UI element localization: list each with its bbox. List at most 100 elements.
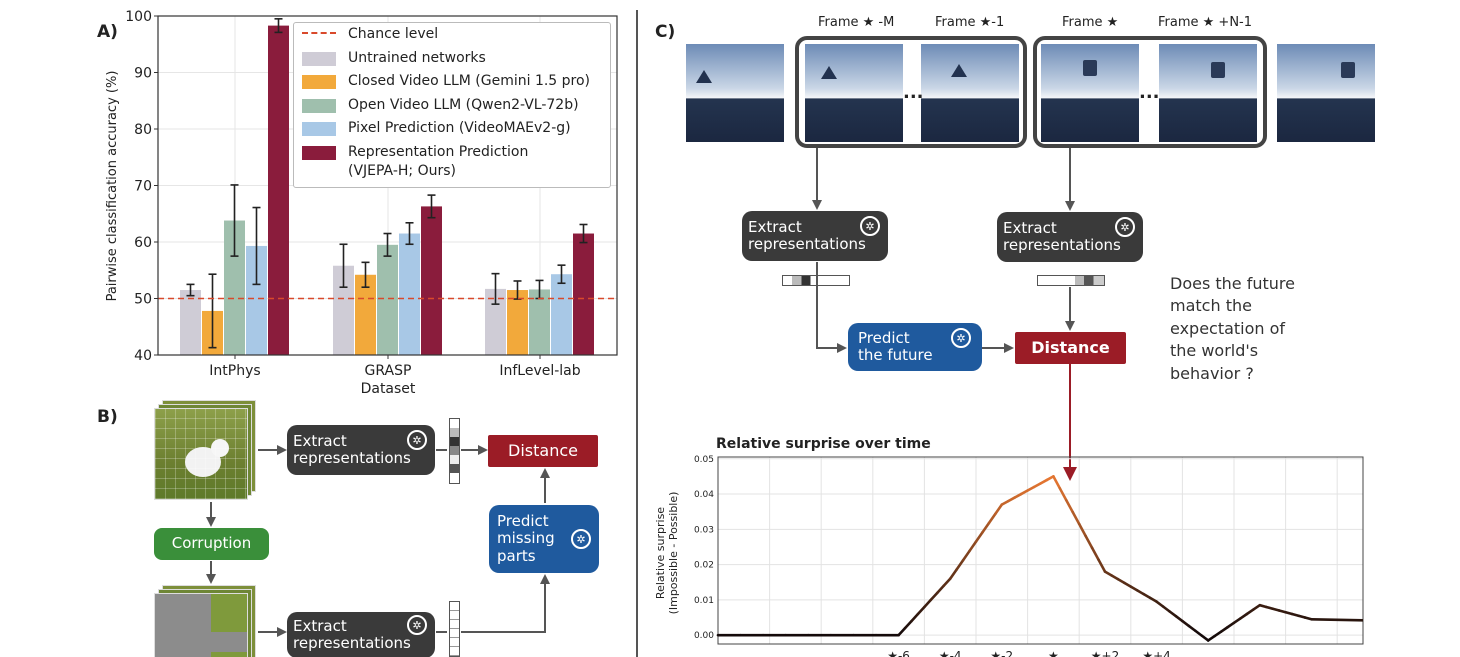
corrupted-frame-thumbnail [154, 593, 248, 657]
bar-mark [529, 289, 550, 355]
surprise-line-segment [942, 577, 952, 588]
line-xtick-label: ★+2 [1091, 649, 1119, 657]
surprise-line-segment [1187, 624, 1197, 633]
surprise-line-segment [1226, 621, 1236, 629]
surprise-line-segment [1123, 581, 1133, 588]
representation-vector-top [449, 418, 460, 484]
extract-representations-bottom: Extract representations ✲ [287, 612, 435, 657]
surprise-line-segment [1161, 605, 1171, 613]
representation-vector-right [1037, 275, 1105, 286]
representation-vector-bottom [449, 601, 460, 657]
cube-object [1211, 62, 1225, 78]
video-frame-thumbnail [1159, 44, 1257, 142]
triangle-object [951, 64, 967, 77]
legend-swatch [302, 122, 336, 136]
surprise-line-segment [1052, 475, 1062, 490]
bar-mark [202, 310, 223, 355]
video-frame-thumbnail [805, 44, 903, 142]
ellipsis-future: ... [1139, 82, 1160, 103]
bar-mark [421, 206, 442, 355]
surprise-line-segment [1129, 585, 1139, 592]
representation-vector-left [782, 275, 850, 286]
surprise-line-segment [1026, 485, 1036, 492]
video-frame-stack-top [154, 400, 258, 500]
surprise-line-segment [1271, 607, 1281, 612]
surprise-line-segment [935, 584, 946, 595]
line-xtick-label: ★-6 [887, 649, 910, 657]
surprise-line-segment [1077, 522, 1087, 538]
legend-item: Open Video LLM (Qwen2-VL-72b) [302, 96, 612, 115]
surprise-line-segment [968, 540, 978, 553]
line-xtick-label: ★+4 [1142, 649, 1170, 657]
bar-mark [224, 220, 245, 355]
surprise-line-segment [1264, 605, 1274, 611]
distance-box-c: Distance [1015, 332, 1126, 364]
legend-swatch [302, 51, 336, 66]
frame-group-past [795, 36, 1027, 148]
neural-net-icon: ✲ [407, 615, 427, 635]
frame-label-1: Frame ★ -M [818, 15, 895, 30]
surprise-line-segment [1290, 612, 1300, 618]
surprise-line-segment [987, 512, 997, 525]
line-xtick-label: ★ [1048, 649, 1059, 657]
legend-item: Untrained networks [302, 49, 612, 68]
surprise-line-segment [1058, 487, 1068, 502]
surprise-line-segment [961, 549, 971, 562]
surprise-line-segment [981, 521, 991, 534]
surprise-line-segment [1206, 634, 1216, 642]
surprise-line-segment [1006, 496, 1017, 503]
cube-object [1341, 62, 1355, 78]
surprise-line-segment [910, 612, 920, 623]
bar-category-label: IntPhys [209, 363, 260, 379]
legend-swatch [302, 145, 336, 160]
legend-item: Pixel Prediction (VideoMAEv2-g) [302, 119, 612, 138]
neural-net-icon: ✲ [571, 529, 591, 549]
panel-divider [636, 10, 638, 657]
bar-ytick-label: 100 [125, 9, 152, 25]
question-text: Does the future match the expectation of… [1170, 274, 1295, 383]
legend-label: Representation Prediction (VJEPA-H; Ours… [348, 143, 529, 179]
surprise-line-segment [903, 619, 913, 630]
surprise-line-segment [1148, 596, 1158, 603]
surprise-line-segment [1039, 478, 1049, 485]
surprise-line-segment [1116, 577, 1126, 585]
predict-the-future-box: Predict the future ✲ [848, 323, 982, 371]
extract-representations-top: Extract representations ✲ [287, 425, 435, 475]
surprise-line-segment [1194, 629, 1204, 637]
surprise-line-segment [974, 531, 984, 543]
line-ytick-label: 0.00 [694, 631, 714, 641]
predict-missing-parts-box: Predict missing parts ✲ [489, 505, 599, 573]
bar-ytick-label: 80 [134, 122, 152, 138]
surprise-line-segment [897, 626, 907, 637]
line-chart-ylabel: Relative surprise (Impossible - Possible… [654, 491, 681, 615]
distance-box-b: Distance [488, 435, 598, 467]
bar-ytick-label: 50 [134, 292, 152, 308]
surprise-line-segment [1065, 498, 1075, 514]
surprise-line-segment [1200, 634, 1210, 642]
surprise-line-segment [1284, 610, 1294, 616]
bar-category-label: InfLevel-lab [499, 363, 580, 379]
surprise-line-segment [1110, 574, 1120, 581]
line-ytick-label: 0.04 [694, 490, 714, 500]
bar-mark [268, 25, 289, 355]
bar-ytick-label: 40 [134, 348, 152, 364]
surprise-line-segment [1032, 482, 1042, 489]
neural-net-icon: ✲ [407, 430, 427, 450]
surprise-line-segment [1103, 570, 1113, 577]
bar-mark [377, 244, 398, 355]
frame-label-2: Frame ★-1 [935, 15, 1005, 30]
surprise-line-segment [1000, 499, 1010, 506]
corruption-box: Corruption [154, 528, 269, 560]
bar-ytick-label: 70 [134, 179, 152, 195]
frame-label-3: Frame ★ [1062, 15, 1119, 30]
legend-label: Untrained networks [348, 49, 486, 66]
line-ytick-label: 0.01 [694, 596, 714, 606]
surprise-line-segment [1181, 619, 1191, 628]
surprise-line-segment [1168, 610, 1178, 618]
neural-net-icon: ✲ [1115, 217, 1135, 237]
line-ytick-label: 0.02 [694, 561, 714, 571]
surprise-line-segment [1311, 618, 1364, 622]
line-chart-title: Relative surprise over time [716, 436, 931, 452]
bar-ytick-label: 90 [134, 66, 152, 82]
